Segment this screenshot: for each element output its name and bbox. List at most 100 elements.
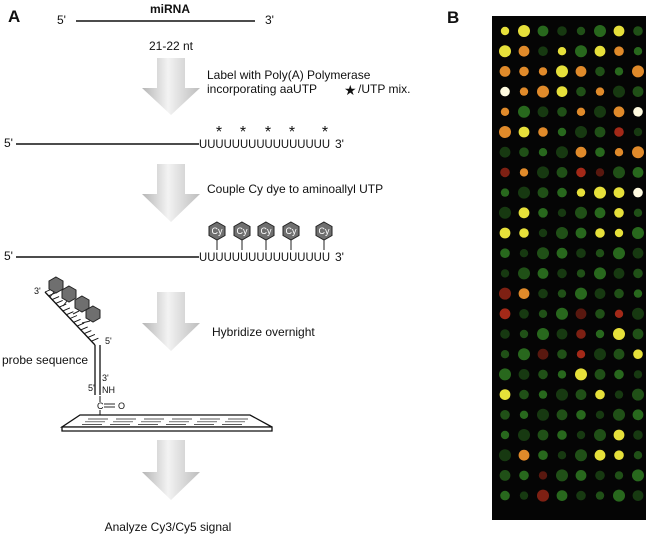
array-spot xyxy=(538,148,548,157)
process-arrow-3 xyxy=(142,292,200,351)
array-spot xyxy=(633,26,643,36)
array-spot xyxy=(556,167,568,178)
array-spot xyxy=(556,86,568,97)
array-spot xyxy=(557,430,567,440)
array-spot xyxy=(500,86,510,97)
array-spot xyxy=(538,228,548,238)
array-spot xyxy=(613,348,625,360)
cy-label: Cy xyxy=(319,226,330,236)
array-spot xyxy=(632,469,644,482)
array-spot xyxy=(632,247,644,259)
cy-dye-hexagon-icon: Cy xyxy=(282,221,300,250)
array-spot xyxy=(632,167,644,178)
array-spot xyxy=(633,127,643,137)
array-spot xyxy=(518,348,530,361)
array-spot xyxy=(575,389,587,400)
panel-b-label: B xyxy=(447,8,459,27)
array-spot xyxy=(500,269,510,278)
cy-dye-hexagon-icon: Cy xyxy=(233,221,251,250)
array-spot xyxy=(519,147,529,157)
carbonyl-o: O xyxy=(118,401,125,411)
strand1-tail: UUUUUUUUUUUUUUUU xyxy=(199,137,330,151)
array-spot xyxy=(537,268,549,279)
array-spot xyxy=(519,470,529,481)
array-spot xyxy=(519,389,529,400)
array-spot xyxy=(500,167,510,178)
array-spot xyxy=(557,208,567,217)
array-spot xyxy=(575,206,587,219)
array-spot xyxy=(614,288,624,299)
step1-line2: incorporating aaUTP xyxy=(207,82,317,96)
array-spot xyxy=(557,187,567,198)
probe-end-3: 3' xyxy=(102,373,109,383)
array-spot xyxy=(499,227,511,239)
array-spot xyxy=(613,328,625,340)
array-spot xyxy=(632,388,644,401)
array-spot xyxy=(613,247,625,260)
cy-dye-hexagon-icon xyxy=(48,276,64,294)
microarray-spots xyxy=(499,25,644,502)
array-spot xyxy=(595,329,605,339)
array-spot xyxy=(499,45,511,58)
array-spot xyxy=(500,329,510,339)
array-spot xyxy=(632,86,644,97)
array-spot xyxy=(614,471,624,480)
array-spot xyxy=(613,489,625,502)
array-spot xyxy=(537,328,549,340)
array-spot xyxy=(632,146,644,159)
array-spot xyxy=(557,268,567,279)
array-spot xyxy=(594,449,606,461)
array-spot xyxy=(538,127,548,137)
array-spot xyxy=(595,147,605,157)
array-spot xyxy=(556,227,568,239)
array-spot xyxy=(595,470,605,481)
aa-star: * xyxy=(289,124,295,141)
array-spot xyxy=(633,370,643,379)
array-spot xyxy=(537,408,549,421)
target-end-3: 3' xyxy=(34,286,41,296)
array-spot xyxy=(633,430,643,440)
array-spot xyxy=(518,105,530,118)
probe-end-5-top: 5' xyxy=(105,336,112,346)
array-spot xyxy=(557,127,567,137)
step4-line1: Analyze Cy3/Cy5 signal xyxy=(105,520,232,534)
array-spot xyxy=(576,188,586,197)
array-spot xyxy=(632,328,644,340)
array-spot xyxy=(575,66,587,77)
array-spot xyxy=(632,307,644,320)
array-spot xyxy=(633,268,643,279)
array-spot xyxy=(538,450,548,461)
array-spot xyxy=(556,146,568,159)
array-spot xyxy=(518,369,530,380)
array-spot xyxy=(499,206,511,219)
array-spot xyxy=(575,449,587,462)
step1-line2b: /UTP mix. xyxy=(358,82,410,96)
cy-dye-hexagon-icon xyxy=(61,285,77,303)
array-spot xyxy=(614,46,624,56)
array-spot xyxy=(594,288,606,299)
array-spot xyxy=(633,451,643,460)
array-spot xyxy=(499,368,511,381)
array-spot xyxy=(613,268,625,279)
mirna-length: 21-22 nt xyxy=(149,39,194,53)
cy-dye-hexagon-icon: Cy xyxy=(315,221,333,250)
array-spot xyxy=(557,26,567,36)
array-spot xyxy=(519,66,529,77)
array-spot xyxy=(576,26,586,36)
array-spot xyxy=(500,248,510,258)
array-spot xyxy=(595,389,605,400)
process-arrow-4 xyxy=(142,440,200,500)
array-spot xyxy=(576,490,586,501)
array-spot xyxy=(499,287,511,300)
star-symbol-legend: ★ xyxy=(344,82,357,98)
array-spot xyxy=(613,408,625,421)
array-spot xyxy=(499,308,511,320)
array-spot xyxy=(500,350,510,359)
array-spot xyxy=(519,491,529,500)
array-spot xyxy=(518,207,530,219)
cy-label: Cy xyxy=(212,226,223,236)
array-spot xyxy=(556,65,568,78)
array-spot xyxy=(614,450,624,461)
slide-spot-grid xyxy=(82,418,248,425)
array-spot xyxy=(557,47,567,56)
